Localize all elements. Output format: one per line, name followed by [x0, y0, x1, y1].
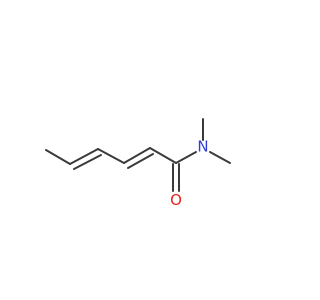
- molecule-diagram: N O: [45, 118, 231, 209]
- bond-c2-c1: [149, 147, 177, 164]
- bond-n-me-right: [209, 151, 231, 164]
- bond-c3-c2-double: [127, 153, 154, 169]
- bond-c3-c2: [123, 147, 151, 164]
- bond-c6-c5: [45, 149, 71, 165]
- bond-c4-c3: [97, 148, 125, 164]
- bond-c5-c4: [69, 148, 99, 165]
- bond-c5-c4-double: [73, 154, 102, 170]
- atom-n: N: [197, 138, 208, 156]
- structure-canvas: N O: [45, 118, 231, 209]
- bond-c1-n: [175, 151, 197, 164]
- atom-o: O: [170, 191, 182, 209]
- bond-lines: [45, 118, 231, 192]
